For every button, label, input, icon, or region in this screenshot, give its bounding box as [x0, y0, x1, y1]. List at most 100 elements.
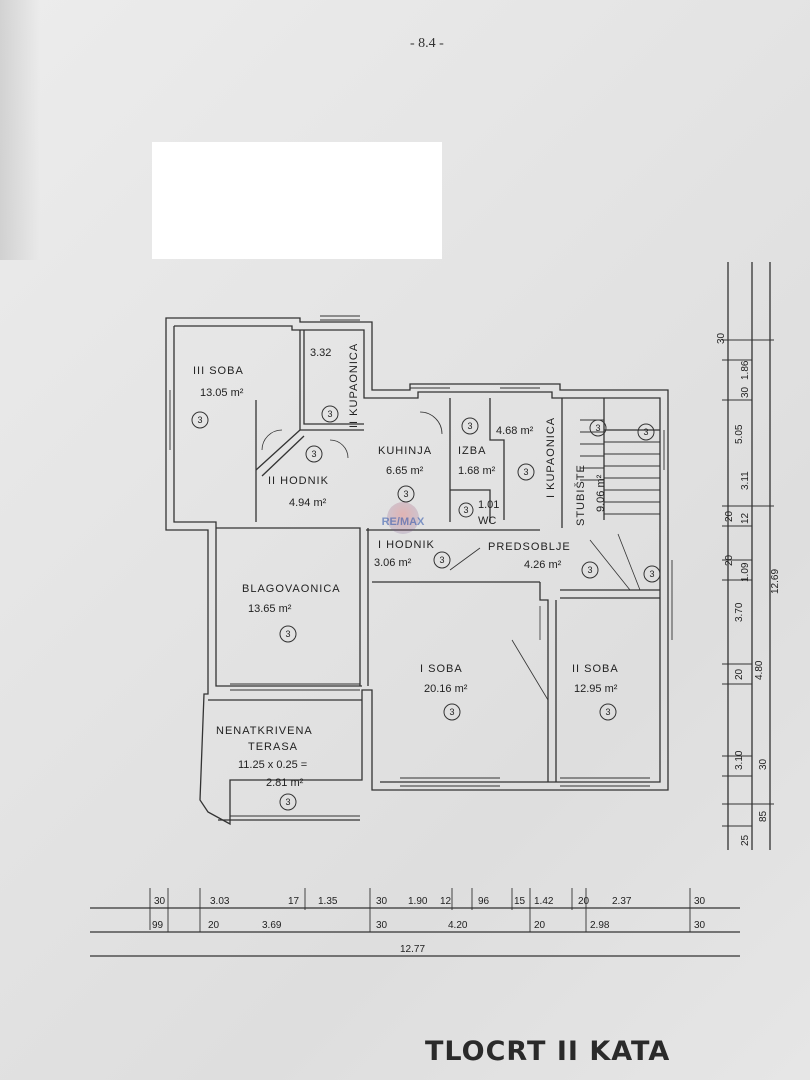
redaction-box — [152, 142, 442, 259]
dim-label: 3.03 — [210, 896, 230, 907]
page-number: - 8.4 - — [410, 36, 444, 51]
tag-label: 3 — [285, 797, 290, 807]
room-name-izba: IZBA — [458, 445, 486, 457]
remax-watermark: RE/MAX — [375, 502, 431, 542]
room-labels: III SOBA 13.05 m² 3.32 II KUPAONICA II H… — [193, 343, 619, 789]
dim-label: 15 — [514, 896, 526, 907]
tag-circle — [191, 411, 209, 429]
tag-circle — [637, 423, 655, 441]
dim-label: 2.37 — [612, 896, 632, 907]
room-tags — [191, 405, 661, 811]
dim-label: 1.35 — [318, 896, 338, 907]
room-name-ii-kupaonica: II KUPAONICA — [348, 343, 360, 428]
dim-label: 4.80 — [754, 660, 765, 680]
tag-circle — [517, 463, 535, 481]
room-area-iii-soba: 13.05 m² — [200, 387, 244, 399]
tag-circle — [433, 551, 451, 569]
watermark-text: RE/MAX — [381, 516, 425, 528]
room-name-predsoblje: PREDSOBLJE — [488, 541, 571, 553]
room-name-i-soba: I SOBA — [420, 663, 463, 675]
dimensions-right: 30 1.86 30 5.05 3.11 20 12 20 1.09 3.70 … — [716, 332, 781, 846]
room-formula-terasa: 11.25 x 0.25 = — [238, 759, 307, 771]
tag-label: 3 — [439, 555, 444, 565]
dim-label: 25 — [740, 834, 751, 846]
tag-label: 3 — [197, 415, 202, 425]
tag-label: 3 — [595, 423, 600, 433]
tag-circle — [599, 703, 617, 721]
dim-label: 2.98 — [590, 920, 610, 931]
tag-circle — [279, 793, 297, 811]
tag-label: 3 — [403, 489, 408, 499]
dim-label: 1.09 — [740, 562, 751, 582]
room-name-iii-soba: III SOBA — [193, 365, 244, 377]
tag-circle — [581, 561, 599, 579]
room-area-i-soba: 20.16 m² — [424, 683, 468, 695]
dim-label: 30 — [740, 386, 751, 398]
dim-total: 12.77 — [400, 944, 425, 955]
dim-label: 3.10 — [734, 750, 745, 770]
dim-label: 20 — [578, 896, 590, 907]
walls — [90, 262, 774, 957]
dim-label: 12 — [440, 896, 452, 907]
dim-label: 1.86 — [740, 360, 751, 380]
dim-label: 1.42 — [534, 896, 554, 907]
tag-circle — [643, 565, 661, 583]
dim-label: 85 — [758, 810, 769, 822]
dim-label: 20 — [724, 510, 735, 522]
tag-label: 3 — [327, 409, 332, 419]
room-area-ii-hodnik: 4.94 m² — [289, 497, 327, 509]
room-area-ii-soba: 12.95 m² — [574, 683, 618, 695]
dim-label: 30 — [376, 920, 388, 931]
room-name-i-hodnik: I HODNIK — [378, 539, 435, 551]
dim-label: 30 — [694, 896, 706, 907]
dim-label: 99 — [152, 920, 164, 931]
room-name-i-kupaonica: I KUPAONICA — [545, 417, 557, 498]
room-name-wc: WC — [478, 515, 496, 527]
dim-label: 30 — [758, 758, 769, 770]
dim-label: 4.20 — [448, 920, 468, 931]
room-area-terasa: 2.81 m² — [266, 777, 304, 789]
dim-label: 30 — [154, 896, 166, 907]
dim-label: 20 — [734, 668, 745, 680]
dim-total: 12.69 — [770, 569, 781, 594]
tag-circle — [589, 419, 607, 437]
room-area-i-hodnik: 3.06 m² — [374, 557, 412, 569]
room-name-ii-soba: II SOBA — [572, 663, 619, 675]
tag-circle — [461, 417, 479, 435]
tag-circle — [321, 405, 339, 423]
dimensions-bottom: 30 3.03 17 1.35 30 1.90 12 96 15 1.42 20… — [152, 896, 706, 955]
tag-circle — [279, 625, 297, 643]
tag-label: 3 — [523, 467, 528, 477]
room-name-ii-hodnik: II HODNIK — [268, 475, 329, 487]
room-area-kuhinja: 6.65 m² — [386, 465, 424, 477]
room-area-wc: 1.01 — [478, 499, 499, 511]
dim-label: 17 — [288, 896, 300, 907]
room-name-terasa-1: NENATKRIVENA — [216, 725, 313, 737]
room-name-kuhinja: KUHINJA — [378, 445, 432, 457]
dim-label: 5.05 — [734, 424, 745, 444]
tag-label: 3 — [463, 505, 468, 515]
plan-title: TLOCRT II KATA — [425, 1036, 671, 1067]
room-name-stubiste: STUBIŠTE — [574, 464, 587, 526]
tag-label: 3 — [643, 427, 648, 437]
tag-label: 3 — [605, 707, 610, 717]
dim-label: 1.90 — [408, 896, 428, 907]
dim-label: 3.11 — [740, 471, 751, 490]
balloon-icon — [387, 502, 419, 534]
tag-label: 3 — [449, 707, 454, 717]
dim-label: 20 — [724, 554, 735, 566]
tag-label: 3 — [467, 421, 472, 431]
room-name-blagovaonica: BLAGOVAONICA — [242, 583, 341, 595]
tag-circle — [443, 703, 461, 721]
dim-label: 3.69 — [262, 920, 282, 931]
room-area-izba: 1.68 m² — [458, 465, 496, 477]
tag-circle — [397, 485, 415, 503]
tag-label: 3 — [587, 565, 592, 575]
dim-label: 3.70 — [734, 602, 745, 622]
tag-circle — [305, 445, 323, 463]
room-area-blagovaonica: 13.65 m² — [248, 603, 292, 615]
dim-label: 30 — [716, 332, 727, 344]
tag-label: 3 — [311, 449, 316, 459]
paper-shadow — [0, 0, 40, 260]
